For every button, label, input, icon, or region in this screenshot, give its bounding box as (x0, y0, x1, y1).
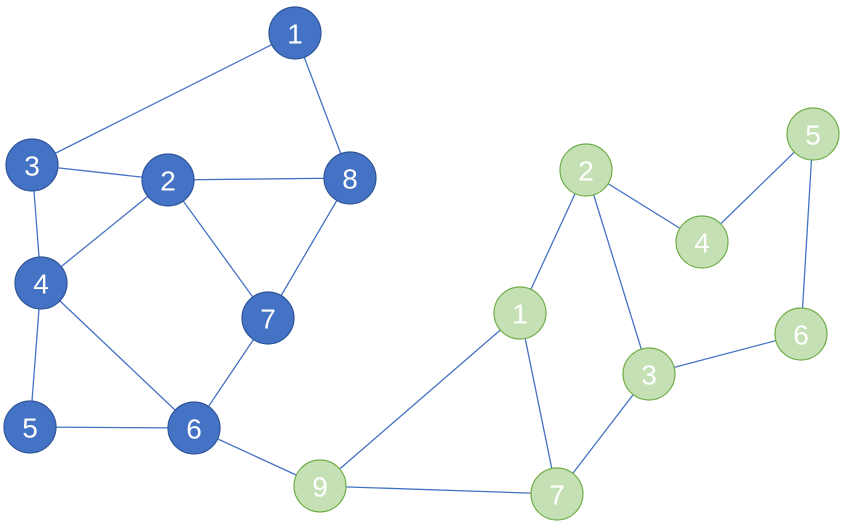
node-g2: 2 (559, 143, 613, 197)
node-g9: 9 (293, 459, 347, 513)
edge-b5-b6 (29, 426, 195, 429)
node-g1: 1 (493, 286, 547, 340)
edge-b4-b6 (40, 282, 195, 429)
node-circle-g9 (293, 459, 347, 513)
edge-b2-b8 (167, 177, 351, 181)
node-label-b8: 8 (342, 164, 358, 195)
edge-g5-g6 (800, 133, 814, 335)
node-g3: 3 (622, 347, 676, 401)
node-b1: 1 (268, 6, 322, 60)
node-label-g2: 2 (578, 156, 594, 187)
node-label-g9: 9 (312, 472, 328, 503)
node-circle-b7 (241, 291, 295, 345)
node-b2: 2 (141, 153, 195, 207)
node-circle-g5 (786, 107, 840, 161)
node-b7: 7 (241, 291, 295, 345)
node-circle-b4 (14, 256, 68, 310)
node-circle-b5 (3, 400, 57, 454)
node-b6: 6 (167, 401, 221, 455)
node-label-b4: 4 (33, 269, 49, 300)
node-circle-g6 (774, 307, 828, 361)
node-circle-b2 (141, 153, 195, 207)
edge-b2-b7 (167, 179, 269, 319)
node-circle-g3 (622, 347, 676, 401)
node-circle-g2 (559, 143, 613, 197)
node-g7: 7 (530, 467, 584, 521)
node-label-g4: 4 (694, 228, 710, 259)
edge-g9-g7 (319, 485, 558, 495)
node-b4: 4 (14, 256, 68, 310)
node-g5: 5 (786, 107, 840, 161)
node-circle-b1 (268, 6, 322, 60)
node-label-b5: 5 (22, 413, 38, 444)
node-label-b2: 2 (160, 166, 176, 197)
edge-g1-g9 (319, 312, 521, 487)
node-label-g6: 6 (793, 320, 809, 351)
node-g6: 6 (774, 307, 828, 361)
node-label-g3: 3 (641, 360, 657, 391)
node-circle-g1 (493, 286, 547, 340)
node-label-g1: 1 (512, 299, 528, 330)
node-label-b1: 1 (287, 19, 303, 50)
node-label-b7: 7 (260, 304, 276, 335)
edge-g1-g7 (519, 312, 558, 495)
node-circle-b3 (5, 138, 59, 192)
node-label-b3: 3 (24, 151, 40, 182)
edge-b1-b3 (31, 32, 296, 166)
node-label-g5: 5 (805, 120, 821, 151)
node-b8: 8 (323, 151, 377, 205)
edge-b2-b4 (40, 179, 169, 284)
nodes-layer: 1 2 3 4 5 6 7 8 1 2 3 4 5 6 7 9 (3, 6, 840, 521)
node-g4: 4 (675, 215, 729, 269)
node-circle-g7 (530, 467, 584, 521)
node-label-g7: 7 (549, 480, 565, 511)
node-label-b6: 6 (186, 414, 202, 445)
node-circle-b8 (323, 151, 377, 205)
node-circle-g4 (675, 215, 729, 269)
node-b3: 3 (5, 138, 59, 192)
edge-g2-g3 (585, 169, 650, 375)
node-b5: 5 (3, 400, 57, 454)
edge-b8-b7 (267, 177, 351, 319)
node-circle-b6 (167, 401, 221, 455)
